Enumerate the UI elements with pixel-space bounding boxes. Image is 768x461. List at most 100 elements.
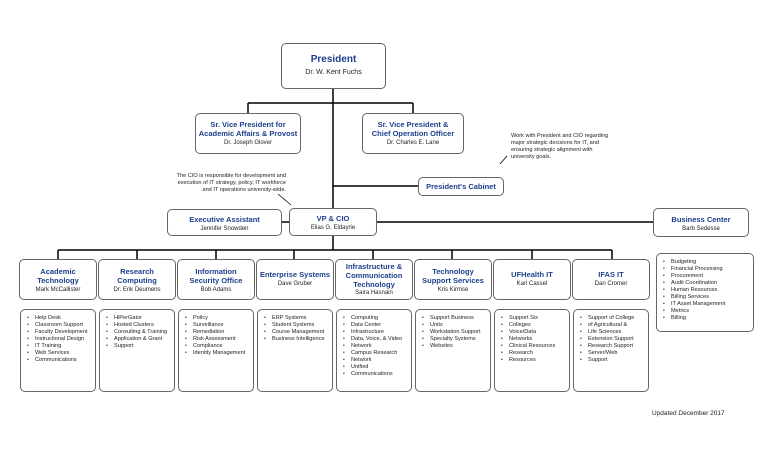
dept-ifas-it-box: IFAS IT Dan Cromer bbox=[572, 259, 650, 300]
cio-note-line2: execution of IT strategy, policy, IT wor… bbox=[177, 180, 286, 186]
list-item: Network bbox=[343, 357, 407, 364]
cabinet-note-line3: ensuring strategic alignment with bbox=[511, 147, 593, 153]
list-item: Metrics bbox=[663, 308, 749, 315]
svp-coo-title-line1: Sr. Vice President & bbox=[377, 120, 449, 129]
svp-academic-name: Dr. Joseph Glover bbox=[223, 140, 273, 146]
cabinet-note-line2: major strategic decisions for IT, and bbox=[511, 140, 599, 146]
dept-title-line2: Support Services bbox=[422, 276, 484, 285]
list-item: Surveillance bbox=[185, 322, 249, 329]
updated-date: Updated December 2017 bbox=[652, 410, 725, 417]
cabinet-note-pointer bbox=[499, 155, 508, 165]
dept-title-line1: Infrastructure & bbox=[345, 262, 403, 271]
list-item: Help Desk bbox=[27, 315, 91, 322]
cio-note-pointer bbox=[277, 193, 292, 206]
list-item: Campus Research bbox=[343, 350, 407, 357]
dept-title-line1: Information bbox=[195, 267, 237, 276]
dept-title-line1: UFHealth IT bbox=[511, 270, 553, 279]
list-item: Network bbox=[343, 343, 407, 350]
president-name: Dr. W. Kent Fuchs bbox=[305, 69, 362, 76]
executive-assistant-title: Executive Assistant bbox=[189, 215, 260, 224]
dept-academic-technology-list: Help Desk Classroom Support Faculty Deve… bbox=[20, 309, 96, 392]
list-item: Billing bbox=[663, 315, 749, 322]
svp-academic-title-line1: Sr. Vice President for bbox=[210, 120, 286, 129]
list-item: Remediation bbox=[185, 329, 249, 336]
list-item: Resources bbox=[501, 357, 565, 364]
list-item: Support of College bbox=[580, 315, 644, 322]
list-item: Support bbox=[580, 357, 644, 364]
list-item: Application & Grant bbox=[106, 336, 170, 343]
cio-note-line1: The CIO is responsible for development a… bbox=[176, 173, 286, 179]
dept-ufhealth-it-box: UFHealth IT Kari Cassel bbox=[493, 259, 571, 300]
list-item: Student Systems bbox=[264, 322, 328, 329]
dept-academic-technology-box: Academic Technology Mark McCallister bbox=[19, 259, 97, 300]
dept-lead-name: Mark McCallister bbox=[35, 287, 81, 293]
list-item: IT Asset Management bbox=[663, 301, 749, 308]
list-item: Instructional Design bbox=[27, 336, 91, 343]
list-item: Hosted Clusters bbox=[106, 322, 170, 329]
dept-lead-name: Dan Cromer bbox=[594, 281, 628, 287]
list-item: Financial Processing bbox=[663, 266, 749, 273]
list-item: Support bbox=[106, 343, 170, 350]
list-item: Research Support bbox=[580, 343, 644, 350]
list-item: Communications bbox=[27, 357, 91, 364]
dept-title-line3: Technology bbox=[353, 280, 395, 289]
business-center-name: Barb Sedesse bbox=[682, 226, 720, 232]
presidents-cabinet-box: President's Cabinet bbox=[418, 177, 504, 196]
list-item: Classroom Support bbox=[27, 322, 91, 329]
dept-title-line1: IFAS IT bbox=[598, 270, 624, 279]
dept-infrastructure-communication-list: Computing Data Center Infrastructure Dat… bbox=[336, 309, 412, 392]
dept-research-computing-list: HiPerGator Hosted Clusters Consulting & … bbox=[99, 309, 175, 392]
business-center-title: Business Center bbox=[671, 215, 731, 224]
dept-enterprise-systems-box: Enterprise Systems Dave Gruber bbox=[256, 259, 334, 300]
cio-title: VP & CIO bbox=[316, 214, 350, 223]
list-item: Data Center bbox=[343, 322, 407, 329]
list-item: Infrastructure bbox=[343, 329, 407, 336]
dept-title-line1: Research bbox=[120, 267, 154, 276]
svp-academic-title-line2: Academic Affairs & Provost bbox=[198, 129, 298, 138]
dept-information-security-box: Information Security Office Bob Adams bbox=[177, 259, 255, 300]
svp-coo-box: Sr. Vice President & Chief Operation Off… bbox=[362, 113, 464, 154]
cio-box: VP & CIO Elias G. Eldayrie bbox=[289, 208, 377, 236]
list-item: Identity Management bbox=[185, 350, 249, 357]
list-item: Audit Coordination bbox=[663, 280, 749, 287]
dept-lead-name: Dr. Erik Deumens bbox=[113, 287, 161, 293]
cio-name: Elias G. Eldayrie bbox=[310, 225, 356, 231]
list-item: Networks bbox=[501, 336, 565, 343]
list-item: Support Six bbox=[501, 315, 565, 322]
list-item: Policy bbox=[185, 315, 249, 322]
list-item: Billing Services bbox=[663, 294, 749, 301]
list-item: of Agricultural & bbox=[580, 322, 644, 329]
dept-title-line1: Enterprise Systems bbox=[259, 270, 331, 279]
executive-assistant-name: Jennifer Snowden bbox=[200, 226, 249, 232]
list-item: Workstation Support bbox=[422, 329, 486, 336]
list-item: Faculty Development bbox=[27, 329, 91, 336]
list-item: Colleges bbox=[501, 322, 565, 329]
executive-assistant-box: Executive Assistant Jennifer Snowden bbox=[167, 209, 282, 236]
cio-note-line3: and IT operations university-wide. bbox=[202, 187, 286, 193]
cabinet-note: Work with President and CIO regarding ma… bbox=[511, 133, 641, 161]
dept-title-line2: Computing bbox=[117, 276, 157, 285]
dept-enterprise-systems-list: ERP Systems Student Systems Course Manag… bbox=[257, 309, 333, 392]
dept-lead-name: Kris Kirmse bbox=[437, 287, 469, 293]
list-item: Server/Web bbox=[580, 350, 644, 357]
list-item: IT Training bbox=[27, 343, 91, 350]
list-item: Procurement bbox=[663, 273, 749, 280]
dept-information-security-list: Policy Surveillance Remediation Risk Ass… bbox=[178, 309, 254, 392]
list-item: Clinical Resources bbox=[501, 343, 565, 350]
dept-title-line2: Security Office bbox=[189, 276, 243, 285]
list-item: Websites bbox=[422, 343, 486, 350]
dept-ifas-it-list: Support of College of Agricultural & Lif… bbox=[573, 309, 649, 392]
dept-research-computing-box: Research Computing Dr. Erik Deumens bbox=[98, 259, 176, 300]
dept-lead-name: Kari Cassel bbox=[516, 281, 548, 287]
list-item: HiPerGator bbox=[106, 315, 170, 322]
list-item: Specialty Systems bbox=[422, 336, 486, 343]
dept-technology-support-box: Technology Support Services Kris Kirmse bbox=[414, 259, 492, 300]
list-item: Extension Support bbox=[580, 336, 644, 343]
president-box: President Dr. W. Kent Fuchs bbox=[281, 43, 386, 89]
dept-title-line1: Academic bbox=[40, 267, 76, 276]
list-item: Data, Voice, & Video bbox=[343, 336, 407, 343]
business-center-list: Budgeting Financial Processing Procureme… bbox=[656, 253, 754, 332]
list-item: Risk Assessment bbox=[185, 336, 249, 343]
svp-coo-name: Dr. Charles E. Lane bbox=[386, 140, 440, 146]
svp-coo-title-line2: Chief Operation Officer bbox=[371, 129, 455, 138]
